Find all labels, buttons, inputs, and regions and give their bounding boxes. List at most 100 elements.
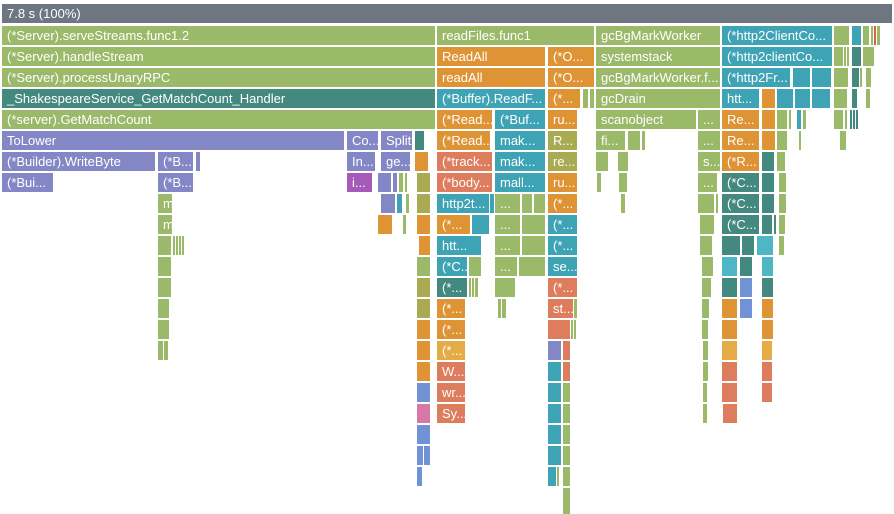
flame-frame[interactable] [703, 404, 707, 423]
flame-frame[interactable] [196, 152, 200, 171]
flame-frame[interactable] [777, 152, 785, 171]
frame-[interactable]: (*... [548, 278, 577, 297]
frame-mak[interactable]: mak... [495, 131, 545, 150]
flame-frame[interactable] [393, 173, 397, 192]
flame-frame[interactable] [723, 404, 737, 423]
flame-frame[interactable] [722, 320, 737, 339]
flame-frame[interactable] [403, 215, 406, 234]
flame-frame[interactable] [417, 173, 430, 192]
flame-frame[interactable] [840, 131, 846, 150]
flame-frame[interactable] [762, 362, 772, 381]
frame-[interactable]: ... [495, 215, 520, 234]
flame-frame[interactable] [834, 110, 843, 129]
frame-[interactable]: (*... [548, 194, 577, 213]
flame-frame[interactable] [866, 68, 871, 87]
frame-ma[interactable]: ma... [158, 194, 172, 213]
flame-frame[interactable] [722, 257, 737, 276]
flame-frame[interactable] [700, 236, 712, 255]
flame-frame[interactable] [852, 47, 861, 66]
frame-[interactable]: (*... [437, 341, 465, 360]
flame-frame[interactable] [834, 47, 843, 66]
flame-frame[interactable] [779, 236, 784, 255]
frame-shakespeareservice-getmatchcount-handler[interactable]: _ShakespeareService_GetMatchCount_Handle… [2, 89, 435, 108]
frame-s[interactable]: s... [698, 152, 720, 171]
flame-frame[interactable] [399, 173, 403, 192]
flame-frame[interactable] [797, 110, 801, 129]
frame-c[interactable]: (*C... [722, 173, 759, 192]
flame-frame[interactable] [574, 299, 577, 318]
frame-[interactable]: (*... [437, 215, 470, 234]
flame-frame[interactable] [762, 320, 773, 339]
flame-frame[interactable] [722, 341, 737, 360]
frame-split[interactable]: Split [381, 131, 412, 150]
flame-frame[interactable] [722, 236, 740, 255]
flame-frame[interactable] [417, 278, 430, 297]
flame-frame[interactable] [812, 68, 831, 87]
flame-frame[interactable] [740, 257, 752, 276]
flame-frame[interactable] [563, 425, 570, 444]
flame-frame[interactable] [406, 194, 409, 213]
flame-frame[interactable] [417, 341, 430, 360]
frame-[interactable]: ... [495, 194, 520, 213]
flame-frame[interactable] [419, 236, 430, 255]
frame-se[interactable]: se... [548, 257, 577, 276]
flame-frame[interactable] [762, 278, 773, 297]
frame-[interactable]: ... [698, 173, 717, 192]
flame-frame[interactable] [777, 110, 787, 129]
flame-frame[interactable] [548, 320, 570, 339]
flame-frame[interactable] [799, 131, 801, 150]
flame-frame[interactable] [795, 89, 810, 108]
flame-frame[interactable] [563, 404, 570, 423]
flame-frame[interactable] [563, 488, 570, 514]
flame-frame[interactable] [779, 194, 786, 213]
frame-w[interactable]: W... [437, 362, 465, 381]
flame-frame[interactable] [774, 215, 776, 234]
flame-frame[interactable] [563, 446, 570, 465]
flame-frame[interactable] [548, 362, 561, 381]
frame-http2fr[interactable]: (*http2Fr... [722, 68, 790, 87]
flame-frame[interactable] [158, 257, 171, 276]
frame-mak[interactable]: mak... [495, 152, 545, 171]
flame-frame[interactable] [618, 152, 628, 171]
flame-frame[interactable] [415, 152, 428, 171]
flame-frame[interactable] [417, 446, 423, 465]
flame-frame[interactable] [490, 194, 494, 213]
frame-read[interactable]: (*Read... [437, 110, 492, 129]
flame-frame[interactable] [378, 173, 391, 192]
frame-server-servestreams-func1-2[interactable]: (*Server).serveStreams.func1.2 [2, 26, 435, 45]
flame-frame[interactable] [762, 257, 773, 276]
flame-frame[interactable] [702, 320, 708, 339]
flame-frame[interactable] [378, 215, 392, 234]
flame-frame[interactable] [847, 47, 849, 66]
flame-frame[interactable] [722, 278, 737, 297]
flame-frame[interactable] [498, 299, 501, 318]
flame-frame[interactable] [472, 215, 489, 234]
flame-frame[interactable] [793, 68, 810, 87]
frame-systemstack[interactable]: systemstack [596, 47, 720, 66]
frame-htt[interactable]: htt... [437, 236, 481, 255]
flame-frame[interactable] [716, 194, 718, 213]
frame-st[interactable]: st... [548, 299, 573, 318]
flame-frame[interactable] [871, 26, 873, 45]
flame-frame[interactable] [621, 194, 625, 213]
flame-frame[interactable] [845, 110, 847, 129]
flame-frame[interactable] [548, 467, 556, 486]
frame-i[interactable]: i... [347, 173, 372, 192]
flame-frame[interactable] [548, 383, 561, 402]
frame-track[interactable]: (*track... [437, 152, 492, 171]
flame-frame[interactable] [700, 215, 714, 234]
flame-frame[interactable] [762, 194, 774, 213]
frame-gcbgmarkworker[interactable]: gcBgMarkWorker [596, 26, 720, 45]
flame-frame[interactable] [874, 26, 876, 45]
frame-http2clientco[interactable]: (*http2clientCo... [722, 47, 832, 66]
flame-frame[interactable] [812, 89, 830, 108]
flame-frame[interactable] [757, 236, 773, 255]
flame-frame[interactable] [762, 299, 773, 318]
flame-frame[interactable] [863, 26, 869, 45]
flame-frame[interactable] [834, 89, 847, 108]
flame-frame[interactable] [571, 320, 573, 339]
flame-frame[interactable] [698, 194, 714, 213]
frame-body[interactable]: (*body... [437, 173, 492, 192]
flame-root-total[interactable]: 7.8 s (100%) [2, 4, 892, 23]
flame-frame[interactable] [164, 341, 168, 360]
